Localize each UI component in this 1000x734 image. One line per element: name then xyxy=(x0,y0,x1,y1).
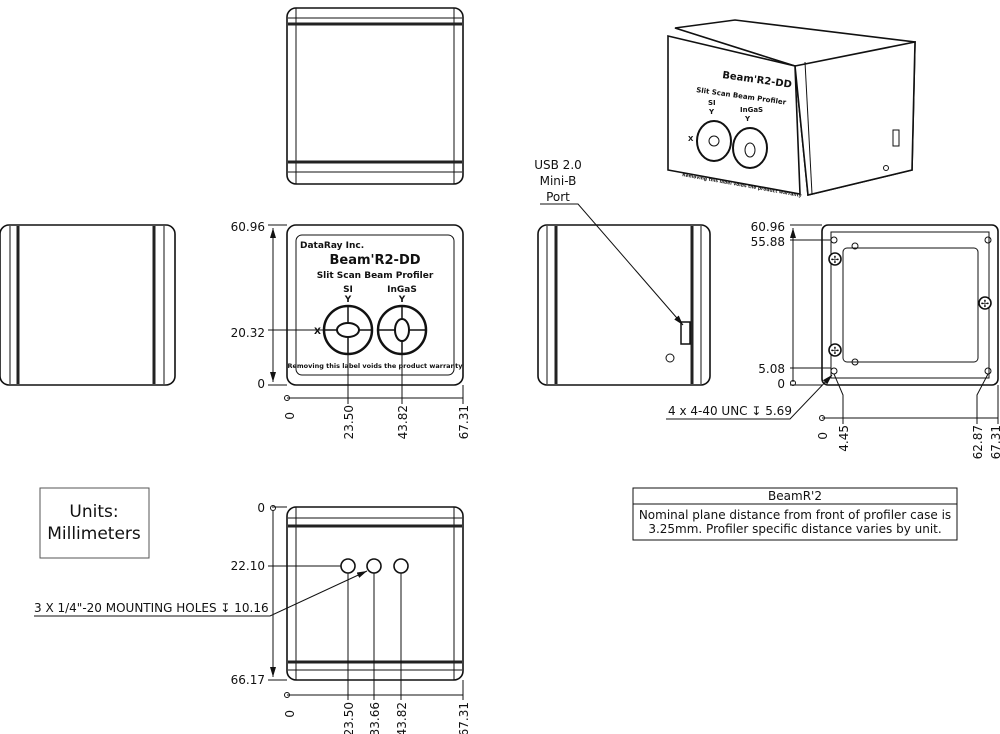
iso-axis-x: X xyxy=(688,135,694,143)
dim-label: 62.87 xyxy=(971,425,985,459)
label-axis-y: Y xyxy=(398,295,406,305)
usb-port xyxy=(680,321,691,345)
dim-label: 60.96 xyxy=(231,220,265,234)
mounting-hole xyxy=(366,558,382,574)
usb-callout: Port xyxy=(546,190,570,204)
dim-label: 20.32 xyxy=(231,326,265,340)
svg-text:✢: ✢ xyxy=(831,346,839,357)
thread-note: 4 x 4-40 UNC ↧ 5.69 xyxy=(668,404,792,418)
top-view xyxy=(286,7,464,185)
isometric-view: Beam'R2-DD Slit Scan Beam Profiler SI In… xyxy=(667,19,916,199)
left-view xyxy=(0,224,176,386)
bottom-view: 0 22.10 66.17 3 X 1/4"-20 MOUNTING HOLES… xyxy=(34,501,471,734)
iso-axis-y: Y xyxy=(708,108,715,116)
label-company: DataRay Inc. xyxy=(300,241,364,251)
dim-label: 67.31 xyxy=(457,702,471,734)
dim-label: 4.45 xyxy=(837,425,851,452)
label-model: Beam'R2-DD xyxy=(329,253,420,268)
iso-label-ingas: InGaS xyxy=(740,106,763,114)
dim-label: 5.08 xyxy=(758,362,785,376)
dim-label: 33.66 xyxy=(368,702,382,734)
dim-label: 0 xyxy=(283,412,297,420)
screw-icon: ✢ xyxy=(978,296,992,310)
dim-label: 55.88 xyxy=(751,235,785,249)
mounting-hole xyxy=(393,558,409,574)
dim-label: 22.10 xyxy=(231,559,265,573)
label-warning: Removing this label voids the product wa… xyxy=(287,362,463,370)
dim-label: 43.82 xyxy=(395,702,409,734)
label-sensor-si: SI xyxy=(343,285,353,295)
note-table: BeamR'2 Nominal plane distance from fron… xyxy=(632,487,958,541)
note-table-header: BeamR'2 xyxy=(768,489,822,503)
dim-label: 60.96 xyxy=(751,220,785,234)
front-view: DataRay Inc. Beam'R2-DD Slit Scan Beam P… xyxy=(231,220,471,439)
dim-label: 0 xyxy=(283,710,297,718)
dim-label: 0 xyxy=(257,377,265,391)
dim-label: 67.31 xyxy=(989,425,1000,459)
usb-callout: USB 2.0 xyxy=(534,158,582,172)
dim-label: 66.17 xyxy=(231,673,265,687)
label-sensor-ingas: InGaS xyxy=(387,285,417,295)
back-view: ✢ ✢ ✢ 60.96 55.88 5.08 0 0 4.45 62.87 67… xyxy=(666,220,1000,459)
dim-label: 23.50 xyxy=(342,702,356,734)
units-value: Millimeters xyxy=(47,524,141,544)
screw-icon: ✢ xyxy=(828,252,842,266)
dim-label: 0 xyxy=(816,432,830,440)
units-box: Units: Millimeters xyxy=(39,487,150,559)
mounting-note: 3 X 1/4"-20 MOUNTING HOLES ↧ 10.16 xyxy=(34,601,269,615)
mounting-hole xyxy=(340,558,356,574)
note-table-text: Nominal plane distance from front of pro… xyxy=(639,508,951,522)
svg-text:✢: ✢ xyxy=(831,255,839,266)
units-label: Units: xyxy=(69,502,118,522)
ingas-aperture xyxy=(376,304,428,356)
iso-label-si: SI xyxy=(708,99,716,107)
svg-text:✢: ✢ xyxy=(981,299,989,310)
usb-callout: Mini-B xyxy=(540,174,577,188)
note-table-text: 3.25mm. Profiler specific distance varie… xyxy=(648,522,941,536)
dim-label: 0 xyxy=(257,501,265,515)
dim-label: 23.50 xyxy=(342,405,356,439)
label-subtitle: Slit Scan Beam Profiler xyxy=(317,271,434,281)
si-aperture xyxy=(322,304,374,356)
iso-axis-y: Y xyxy=(744,115,751,123)
side-view: USB 2.0 Mini-B Port xyxy=(534,158,711,386)
label-axis-x: X xyxy=(314,327,321,337)
dim-label: 0 xyxy=(777,377,785,391)
screw-icon: ✢ xyxy=(828,343,842,357)
dim-label: 43.82 xyxy=(396,405,410,439)
label-axis-y: Y xyxy=(344,295,352,305)
dim-label: 67.31 xyxy=(457,405,471,439)
